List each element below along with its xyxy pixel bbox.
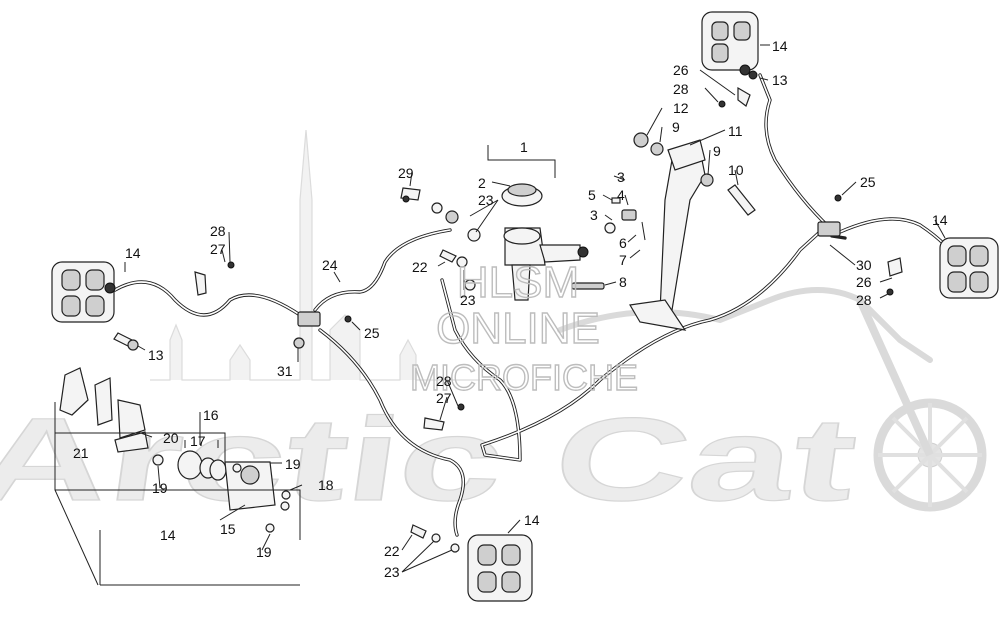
callout-11: 11 [728, 123, 743, 139]
callout-19: 19 [152, 480, 168, 496]
callout-23: 23 [384, 564, 400, 580]
watermark-line3: MICROFICHE [410, 357, 638, 398]
callout-28: 28 [856, 292, 872, 308]
bolt-13-left [113, 332, 139, 351]
junction-block-right [817, 194, 903, 296]
callout-22: 22 [412, 259, 428, 275]
callout-19: 19 [256, 544, 272, 560]
caliper-right-top [701, 11, 759, 108]
callout-13: 13 [772, 72, 788, 88]
callout-15: 15 [220, 521, 236, 537]
watermark-text: HLSM ONLINE MICROFICHE [409, 257, 638, 398]
callout-17: 17 [190, 433, 206, 449]
callout-14: 14 [524, 512, 540, 528]
caliper-left-front [51, 261, 116, 323]
callout-14: 14 [125, 245, 141, 261]
callout-21: 21 [73, 445, 89, 461]
callout-13: 13 [148, 347, 164, 363]
callout-25: 25 [364, 325, 380, 341]
watermark-line2: ONLINE [436, 304, 600, 353]
callout-12: 12 [673, 100, 689, 116]
callout-28: 28 [673, 81, 689, 97]
callout-14: 14 [160, 527, 176, 543]
callout-26: 26 [856, 274, 872, 290]
callout-10: 10 [728, 162, 744, 178]
callout-5: 5 [588, 187, 596, 203]
callout-30: 30 [856, 257, 872, 273]
exploded-caliper [59, 367, 291, 533]
callout-22: 22 [384, 543, 400, 559]
callout-24: 24 [322, 257, 338, 273]
fitting-29 [400, 187, 481, 242]
master-cylinder [501, 183, 605, 301]
callout-6: 6 [619, 235, 627, 251]
callout-labels: 1 2 23 29 3 4 5 3 6 7 8 22 23 24 28 27 1… [73, 38, 948, 580]
callout-16: 16 [203, 407, 219, 423]
callout-4: 4 [617, 187, 625, 203]
brake-hoses [113, 73, 947, 537]
bracket-27-28-left [194, 261, 235, 296]
bolt-22-23-master [439, 249, 476, 291]
callout-31: 31 [277, 363, 293, 379]
callout-23: 23 [478, 192, 494, 208]
callout-27: 27 [210, 241, 226, 257]
callout-28: 28 [210, 223, 226, 239]
callout-3: 3 [617, 169, 625, 185]
callout-14: 14 [772, 38, 788, 54]
caliper-bottom [410, 524, 533, 602]
callout-27: 27 [436, 390, 452, 406]
watermark-graphic: Arctic Cat [0, 129, 987, 526]
callout-25: 25 [860, 174, 876, 190]
callout-19: 19 [285, 456, 301, 472]
pushrod-assembly [604, 197, 646, 241]
callout-26: 26 [673, 62, 689, 78]
callout-7: 7 [619, 252, 627, 268]
caliper-right-rear [939, 237, 999, 299]
callout-9: 9 [713, 143, 721, 159]
callout-2: 2 [478, 175, 486, 191]
callout-28: 28 [436, 373, 452, 389]
leader-lines [124, 44, 946, 573]
callout-14: 14 [932, 212, 948, 228]
watermark-line1: HLSM [457, 258, 579, 307]
callout-3: 3 [590, 207, 598, 223]
brake-pedal [629, 132, 756, 331]
callout-20: 20 [163, 430, 179, 446]
callout-9: 9 [672, 119, 680, 135]
callout-1: 1 [520, 139, 528, 155]
callout-23: 23 [460, 292, 476, 308]
callout-18: 18 [318, 477, 334, 493]
junction-block-left [293, 311, 352, 349]
bracket-27-28-center [423, 403, 465, 431]
callout-8: 8 [619, 274, 627, 290]
callout-29: 29 [398, 165, 414, 181]
watermark-brand: Arctic Cat [0, 395, 865, 526]
